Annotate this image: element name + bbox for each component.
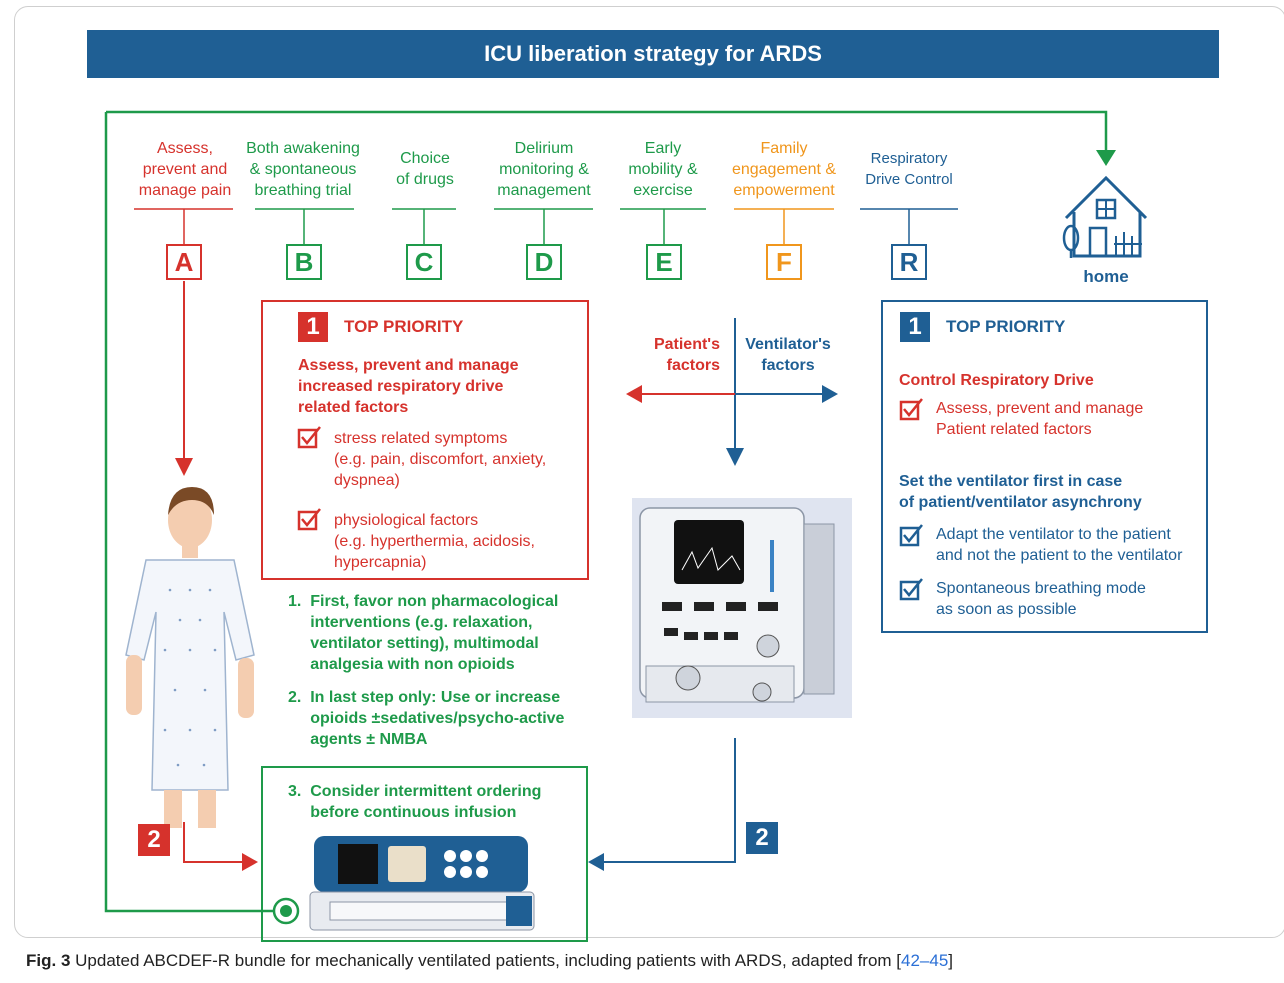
step-1: 1. First, favor non pharmacological inte… <box>288 593 559 673</box>
step-2: 2. In last step only: Use or increase op… <box>288 689 565 748</box>
left-item-1: stress related symptoms (e.g. pain, disc… <box>334 430 547 489</box>
letter-d: D <box>526 244 562 280</box>
ventilator-illustration <box>632 498 852 718</box>
right-priority-box <box>881 300 1208 633</box>
badge-2-left: 2 <box>138 824 170 856</box>
right-section1-title: Control Respiratory Drive <box>899 372 1094 389</box>
right-section2-item-2: Spontaneous breathing mode as soon as po… <box>936 580 1146 618</box>
title: ICU liberation strategy for ARDS <box>484 41 822 66</box>
right-section1-item: Assess, prevent and manage Patient relat… <box>936 400 1144 438</box>
caption-end: ] <box>948 951 954 970</box>
left-priority-heading: TOP PRIORITY <box>344 317 464 336</box>
letter-e: E <box>646 244 682 280</box>
right-priority-heading: TOP PRIORITY <box>946 317 1066 336</box>
letter-r: R <box>891 244 927 280</box>
column-a-label: Assess, prevent and manage pain <box>138 140 232 199</box>
right-section2-item-1: Adapt the ventilator to the patient and … <box>936 526 1183 564</box>
letter-f: F <box>766 244 802 280</box>
home-label: home <box>1083 267 1129 286</box>
pump-box <box>261 766 588 942</box>
check-icon-left-2 <box>297 508 321 531</box>
figure-frame <box>14 6 1284 938</box>
check-icon-right-3 <box>899 578 923 601</box>
check-icon-right-2 <box>899 524 923 547</box>
home-icon <box>1062 175 1148 258</box>
loop-line-left <box>104 112 276 913</box>
check-icon-right-1 <box>899 398 923 421</box>
left-priority-subheading: Assess, prevent and manage increased res… <box>298 357 519 416</box>
column-d-label: Delirium monitoring & management <box>497 140 591 199</box>
letter-c: C <box>406 244 442 280</box>
loop-line-top <box>106 110 1108 150</box>
infusion-pump-illustration <box>309 836 535 931</box>
figure-caption: Fig. 3 Updated ABCDEF-R bundle for mecha… <box>26 951 953 971</box>
left-priority-box <box>261 300 589 580</box>
patient-factors-label: Patient's factors <box>653 336 720 374</box>
caption-label: Fig. 3 <box>26 951 71 970</box>
arrow-to-patient <box>175 458 193 476</box>
right-priority-badge: 1 <box>900 312 930 342</box>
caption-reference-link[interactable]: 42–45 <box>901 951 949 970</box>
column-r-label: Respiratory Drive Control <box>865 150 953 188</box>
badge-2-right: 2 <box>746 822 778 854</box>
patient-illustration <box>125 487 255 828</box>
title-banner: ICU liberation strategy for ARDS <box>87 30 1219 78</box>
column-e-label: Early mobility & exercise <box>628 140 698 199</box>
left-item-2: physiological factors (e.g. hyperthermia… <box>334 512 535 571</box>
letter-b: B <box>286 244 322 280</box>
column-f-label: Family engagement & empowerment <box>731 140 837 199</box>
left-priority-badge: 1 <box>298 312 328 342</box>
column-b-label: Both awakening & spontaneous breathing t… <box>246 140 360 199</box>
check-icon-left-1 <box>297 426 321 449</box>
step-3: 3. Consider intermittent ordering before… <box>288 783 542 821</box>
caption-text: Updated ABCDEF-R bundle for mechanically… <box>70 951 902 970</box>
column-c-label: Choice of drugs <box>396 150 454 188</box>
right-section2-title: Set the ventilator first in case of pati… <box>899 473 1142 511</box>
letter-a: A <box>166 244 202 280</box>
home-arrowhead <box>1096 150 1116 166</box>
ventilator-factors-label: Ventilator's factors <box>745 336 831 374</box>
